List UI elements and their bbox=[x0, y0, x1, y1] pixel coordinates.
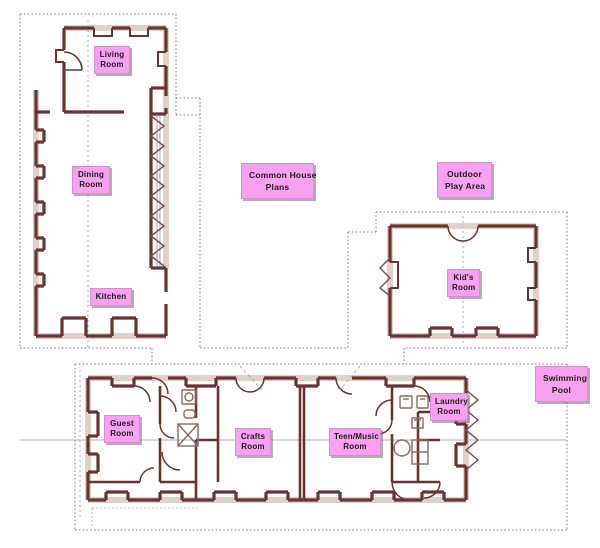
interior-reference-dashes bbox=[239, 365, 361, 391]
door-swing-living bbox=[63, 51, 83, 71]
staircase-left-wing bbox=[149, 115, 166, 267]
kids-wing-zigzag bbox=[378, 257, 391, 297]
left-wing-walls bbox=[33, 25, 169, 339]
room-label-dining-room: Dining Room bbox=[72, 166, 110, 194]
room-label-outdoor-play-area: Outdoor Play Area bbox=[437, 162, 492, 198]
room-label-guest-room: Guest Room bbox=[104, 415, 140, 443]
door-swings-right bbox=[375, 385, 441, 501]
double-door-left-top bbox=[151, 377, 169, 395]
room-label-crafts-room: Crafts Room bbox=[235, 428, 271, 456]
room-label-laundry-room: Laundry Room bbox=[430, 393, 468, 421]
stair-zigzag-right bbox=[464, 389, 480, 471]
room-label-teen-music-room: Teen/Music Room bbox=[329, 428, 381, 456]
kids-wing-walls bbox=[378, 223, 539, 339]
room-label-living-room: Living Room bbox=[94, 46, 130, 74]
interior-partitions-right bbox=[390, 386, 440, 484]
door-swings-left bbox=[133, 385, 181, 483]
room-label-kids-room: Kid's Room bbox=[447, 269, 480, 297]
bathroom-fixtures-right bbox=[393, 395, 429, 465]
plan-title-label: Common House Plans bbox=[241, 163, 316, 199]
room-label-kitchen: Kitchen bbox=[90, 288, 132, 306]
interior-partitions-left bbox=[88, 386, 220, 500]
main-building-walls bbox=[85, 365, 480, 528]
room-label-swimming-pool: Swimming Pool bbox=[535, 366, 588, 402]
bathroom-fixtures-left bbox=[177, 389, 199, 447]
interior-partitions-center bbox=[216, 386, 306, 500]
